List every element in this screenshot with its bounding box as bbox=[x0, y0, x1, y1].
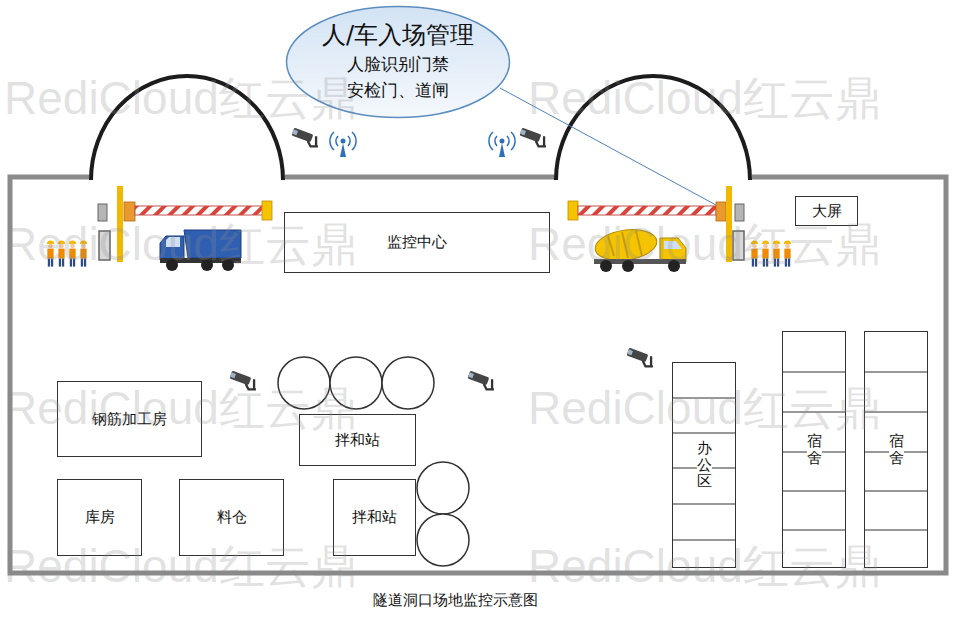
figure-caption: 隧道洞口场地监控示意图 bbox=[205, 591, 705, 610]
worker-figure bbox=[762, 241, 769, 267]
camera-icon bbox=[626, 348, 652, 367]
watermark: RediCloud红云鼎 bbox=[528, 536, 881, 598]
building-box: 拌和站 bbox=[299, 414, 416, 466]
wireless-antenna bbox=[330, 132, 356, 157]
floor-lines bbox=[782, 372, 846, 530]
camera-icon bbox=[519, 128, 545, 147]
wheel bbox=[622, 260, 634, 272]
mixer-cab bbox=[660, 238, 686, 262]
barrier-arm bbox=[578, 206, 716, 215]
worker-figure bbox=[784, 241, 791, 267]
node-label: 拌和站 bbox=[335, 431, 380, 450]
antenna-mast bbox=[499, 143, 505, 157]
building-box: 拌和站 bbox=[333, 479, 416, 556]
node-label: 拌和站 bbox=[352, 508, 397, 527]
wheel bbox=[166, 259, 178, 271]
face-recognition-terminal bbox=[735, 204, 744, 221]
dormitory-building: 宿舍 bbox=[864, 331, 928, 568]
worker-figure bbox=[47, 241, 54, 267]
worker-figure bbox=[751, 241, 758, 267]
building-box: 料仓 bbox=[179, 479, 284, 556]
barrier-end bbox=[262, 201, 272, 220]
watermark: RediCloud红云鼎 bbox=[528, 378, 881, 440]
antenna-mast bbox=[340, 143, 346, 157]
dormitory-building: 宿舍 bbox=[782, 331, 846, 568]
security-door bbox=[99, 231, 110, 260]
floor-lines bbox=[672, 398, 736, 540]
leader-line bbox=[500, 88, 727, 211]
building-box: 库房 bbox=[57, 479, 142, 556]
barrier-stripes bbox=[135, 206, 263, 215]
screen-box: 大屏 bbox=[795, 196, 858, 226]
camera-icon bbox=[467, 371, 493, 390]
worker-figure bbox=[80, 241, 87, 267]
office-building: 办公区 bbox=[672, 362, 736, 568]
drum-stripes bbox=[608, 231, 642, 258]
wheel bbox=[600, 260, 612, 272]
tunnel-arch bbox=[556, 76, 750, 180]
antenna-waves bbox=[330, 132, 356, 150]
silo bbox=[278, 357, 330, 409]
node-label: 大屏 bbox=[812, 202, 842, 221]
node-label: 宿舍 bbox=[807, 433, 822, 466]
security-door bbox=[733, 231, 744, 260]
barrier-end bbox=[568, 201, 578, 220]
building-box: 钢筋加工房 bbox=[57, 381, 202, 457]
tunnel-arch bbox=[91, 76, 283, 180]
face-recognition-terminal bbox=[98, 204, 107, 221]
worker-figure bbox=[773, 241, 780, 267]
dump-truck bbox=[160, 230, 241, 271]
node-label: 钢筋加工房 bbox=[92, 410, 167, 429]
node-label: 料仓 bbox=[217, 508, 247, 527]
antenna-tip bbox=[500, 139, 505, 144]
wireless-antenna bbox=[489, 132, 515, 157]
truck-bed bbox=[184, 230, 241, 258]
camera-icon bbox=[229, 371, 255, 390]
callout-bubble: 人/车入场管理人脸识别门禁安检门、道闸 bbox=[285, 5, 511, 119]
node-label: 库房 bbox=[85, 508, 115, 527]
wheel bbox=[668, 260, 680, 272]
silo bbox=[417, 462, 469, 514]
callout-heading: 人/车入场管理 bbox=[322, 20, 474, 51]
silo bbox=[330, 357, 382, 409]
mixer-drum bbox=[593, 226, 659, 264]
mixer-truck bbox=[593, 226, 686, 272]
node-label: 监控中心 bbox=[387, 233, 447, 252]
callout-line: 人脸识别门禁 bbox=[347, 51, 449, 77]
node-label: 宿舍 bbox=[889, 433, 904, 466]
worker-figure bbox=[58, 241, 65, 267]
floor-lines bbox=[864, 372, 928, 530]
mixer-window bbox=[664, 241, 682, 249]
camera-icon bbox=[291, 128, 317, 147]
antenna-tip bbox=[341, 139, 346, 144]
antenna-waves bbox=[489, 132, 515, 150]
worker-figure bbox=[69, 241, 76, 267]
barrier-box bbox=[716, 202, 726, 221]
silo bbox=[417, 514, 469, 566]
barrier-arm bbox=[135, 206, 263, 215]
node-label: 办公区 bbox=[697, 440, 712, 490]
wheel bbox=[201, 259, 213, 271]
barrier-box bbox=[124, 202, 135, 221]
watermark: RediCloud红云鼎 bbox=[528, 68, 881, 130]
gate-post bbox=[726, 186, 732, 262]
gate-post bbox=[117, 186, 123, 262]
wheel bbox=[222, 259, 234, 271]
callout-ellipse bbox=[287, 6, 510, 117]
silo bbox=[382, 357, 434, 409]
truck-window bbox=[166, 237, 180, 247]
callout-line: 安检门、道闸 bbox=[347, 77, 449, 103]
site-boundary bbox=[10, 177, 946, 573]
control-center-box: 监控中心 bbox=[284, 212, 550, 273]
barrier-stripes bbox=[578, 206, 716, 215]
truck-cab bbox=[160, 236, 184, 260]
